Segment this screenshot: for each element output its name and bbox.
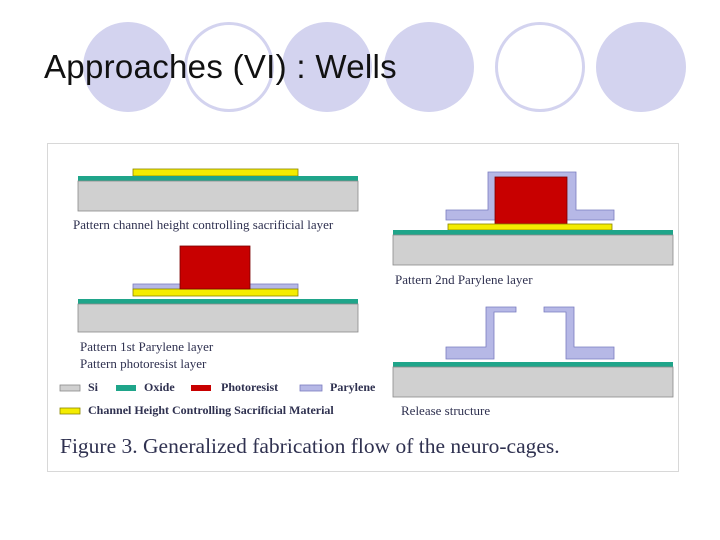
oxide-layer (78, 299, 358, 304)
decor-circle-2 (184, 22, 274, 112)
legend-label-si: Si (88, 380, 99, 394)
legend-swatch-parylene (299, 384, 323, 392)
decor-circle-6 (596, 22, 686, 112)
legend: Si Oxide Photoresist Parylene Channel He… (59, 380, 376, 417)
step3-label: Pattern 2nd Parylene layer (395, 272, 533, 287)
step4-label: Release structure (401, 403, 490, 418)
legend-label-parylene: Parylene (330, 380, 376, 394)
photoresist-block (494, 176, 568, 225)
parylene-wall-right (543, 306, 615, 360)
sacrificial-layer (447, 223, 613, 231)
si-substrate (77, 180, 359, 212)
photoresist-block (179, 245, 251, 290)
step2-label-line2: Pattern photoresist layer (80, 356, 207, 371)
slide-title: Approaches (VI) : Wells (44, 48, 397, 85)
legend-swatch-photoresist (191, 385, 211, 391)
decor-circle-1 (83, 22, 173, 112)
step2-label-line1: Pattern 1st Parylene layer (80, 339, 214, 354)
oxide-layer (393, 230, 673, 235)
decor-circle-5 (495, 22, 585, 112)
parylene-wall-left (445, 306, 517, 360)
legend-label-sacrificial: Channel Height Controlling Sacrificial M… (88, 403, 334, 417)
legend-swatch-oxide (116, 385, 136, 391)
legend-swatch-sacrificial (59, 407, 81, 415)
step4-cross-section (392, 306, 674, 398)
oxide-layer (78, 176, 358, 181)
step1-cross-section (77, 168, 359, 212)
step2-cross-section (77, 245, 359, 333)
decor-circle-3 (282, 22, 372, 112)
decor-circle-4 (384, 22, 474, 112)
si-substrate (392, 234, 674, 266)
legend-label-oxide: Oxide (144, 380, 175, 394)
legend-swatch-si (59, 384, 81, 392)
figure-caption: Figure 3. Generalized fabrication flow o… (60, 434, 560, 458)
step3-cross-section (392, 171, 674, 266)
sacrificial-layer (132, 288, 299, 297)
fabrication-figure: Pattern channel height controlling sacri… (47, 143, 679, 472)
oxide-layer (393, 362, 673, 367)
si-substrate (77, 303, 359, 333)
legend-label-photoresist: Photoresist (221, 380, 278, 394)
step1-label: Pattern channel height controlling sacri… (73, 217, 334, 232)
sacrificial-layer (132, 168, 299, 177)
fabrication-diagram: Pattern channel height controlling sacri… (59, 168, 674, 458)
si-substrate (392, 366, 674, 398)
